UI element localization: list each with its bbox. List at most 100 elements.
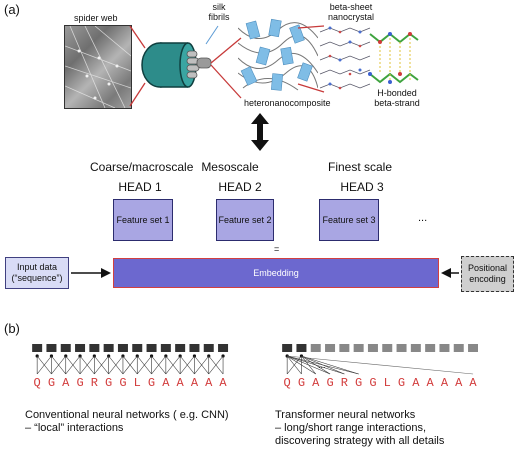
feature-set-2-box: Feature set 2 [216, 199, 274, 241]
transformer-edge-1-5 [301, 355, 359, 375]
positional-line-2: encoding [469, 274, 506, 284]
cnn-residue-7: L [133, 376, 141, 390]
input-data-line-1: Input data [16, 262, 58, 272]
heteronanocomposite-label: heteronanocomposite [244, 98, 331, 108]
transformer-filter-10 [425, 344, 436, 352]
h-bonded-line-2: beta-strand [374, 98, 420, 108]
cnn-residue-11: A [190, 376, 199, 390]
nanocrystal-drawing [319, 26, 371, 90]
cnn-filter-8 [146, 344, 157, 352]
spider-web-label: spider web [74, 13, 118, 23]
cnn-residue-4: R [90, 376, 98, 390]
beta-strand-drawing [368, 32, 419, 84]
transformer-residue-12: A [455, 376, 463, 390]
scale-title-1: Coarse/macroscale [90, 160, 194, 174]
transformer-filter-6 [367, 344, 378, 352]
cnn-edge-10-9 [165, 355, 181, 375]
cnn-edge-7-6 [122, 355, 138, 375]
cnn-caption: Conventional neural networks ( e.g. CNN)… [25, 409, 229, 435]
cnn-edge-2-1 [51, 355, 66, 375]
transformer-filter-3 [325, 344, 336, 352]
more-heads-ellipsis: ... [418, 212, 428, 224]
cnn-filter-2 [60, 344, 71, 352]
transformer-residue-6: G [369, 376, 377, 390]
h-bonded-line-1: H-bonded [377, 88, 417, 98]
cnn-filter-12 [203, 344, 214, 352]
cnn-edge-12-11 [194, 355, 209, 375]
transformer-residue-2: A [312, 376, 320, 390]
nanocrystal-pointer-lines [297, 25, 325, 93]
transformer-filter-5 [353, 344, 364, 352]
transformer-filter-8 [396, 344, 407, 352]
transformer-ellipsis: ... [318, 360, 326, 370]
panel-b-label: (b) [4, 321, 20, 336]
cnn-filter-9 [160, 344, 171, 352]
cnn-residue-9: A [162, 376, 170, 390]
transformer-diagram [282, 344, 478, 375]
transformer-residue-13: A [469, 376, 477, 390]
head-1-label: HEAD 1 [118, 180, 162, 194]
silk-label-line-1: silk [212, 2, 226, 12]
transformer-residue-9: A [412, 376, 420, 390]
panel-a-label: (a) [4, 2, 20, 17]
transformer-caption-line-1: Transformer neural networks [275, 409, 416, 421]
silk-fibrils-label: silk fibrils [204, 2, 234, 22]
cnn-filter-3 [75, 344, 86, 352]
transformer-edge-1-0 [286, 355, 302, 375]
cnn-edge-4-3 [79, 355, 95, 375]
transformer-caption-line-2: – long/short range interactions, [275, 422, 427, 434]
transformer-filter-4 [339, 344, 350, 352]
equals-sign: = [274, 244, 280, 254]
beta-sheet-label: beta-sheet nanocrystal [326, 2, 376, 22]
positional-encoding-box: Positional encoding [461, 256, 514, 292]
heteronanocomposite-drawing [238, 18, 318, 91]
cnn-filter-0 [32, 344, 43, 352]
transformer-filter-13 [468, 344, 478, 352]
h-bonded-label: H-bonded beta-strand [372, 88, 422, 108]
scale-title-3: Finest scale [327, 160, 393, 174]
cnn-residue-13: A [219, 376, 227, 390]
silk-pointer-line [205, 25, 219, 45]
cnn-filter-6 [117, 344, 128, 352]
cnn-edge-13-12 [208, 355, 224, 375]
cnn-residue-12: A [205, 376, 213, 390]
cnn-edge-5-4 [94, 355, 109, 375]
input-data-line-2: (“sequence”) [11, 273, 63, 283]
positional-arrow-icon [441, 268, 459, 278]
cnn-residue-2: A [62, 376, 70, 390]
scale-title-2: Mesoscale [201, 160, 259, 174]
cnn-filter-4 [89, 344, 100, 352]
cnn-filter-5 [103, 344, 114, 352]
transformer-edge-1-3 [301, 355, 331, 375]
cnn-filter-10 [175, 344, 186, 352]
positional-line-1: Positional [467, 263, 508, 273]
cnn-edge-1-0 [36, 355, 52, 375]
cnn-residue-6: G [119, 376, 127, 390]
transformer-residue-4: R [340, 376, 348, 390]
transformer-edge-1-4 [301, 355, 345, 375]
transformer-filter-11 [439, 344, 450, 352]
transformer-edge-1-2 [301, 355, 316, 375]
cnn-residue-0: Q [33, 376, 41, 390]
transformer-filter-12 [453, 344, 464, 352]
head-3-label: HEAD 3 [340, 180, 384, 194]
input-arrow-icon [71, 268, 111, 278]
transformer-residue-7: L [383, 376, 391, 390]
transformer-caption-line-3: discovering strategy with all details [275, 435, 445, 447]
cnn-residue-1: G [47, 376, 56, 390]
transformer-residue-5: G [355, 376, 363, 390]
transformer-long-range-edge [287, 355, 474, 375]
transformer-residue-10: A [426, 376, 434, 390]
cnn-caption-line-2: – “local” interactions [25, 422, 124, 434]
cnn-edge-8-7 [137, 355, 152, 375]
cnn-diagram [32, 344, 229, 375]
transformer-residue-3: G [326, 376, 334, 390]
cnn-residue-3: G [76, 376, 84, 390]
beta-sheet-line-2: nanocrystal [327, 12, 375, 22]
cnn-filter-7 [132, 344, 143, 352]
cnn-filter-1 [46, 344, 57, 352]
cnn-residue-10: A [176, 376, 184, 390]
fiber-schematic [129, 25, 242, 107]
feature-set-1-box: Feature set 1 [113, 199, 173, 241]
